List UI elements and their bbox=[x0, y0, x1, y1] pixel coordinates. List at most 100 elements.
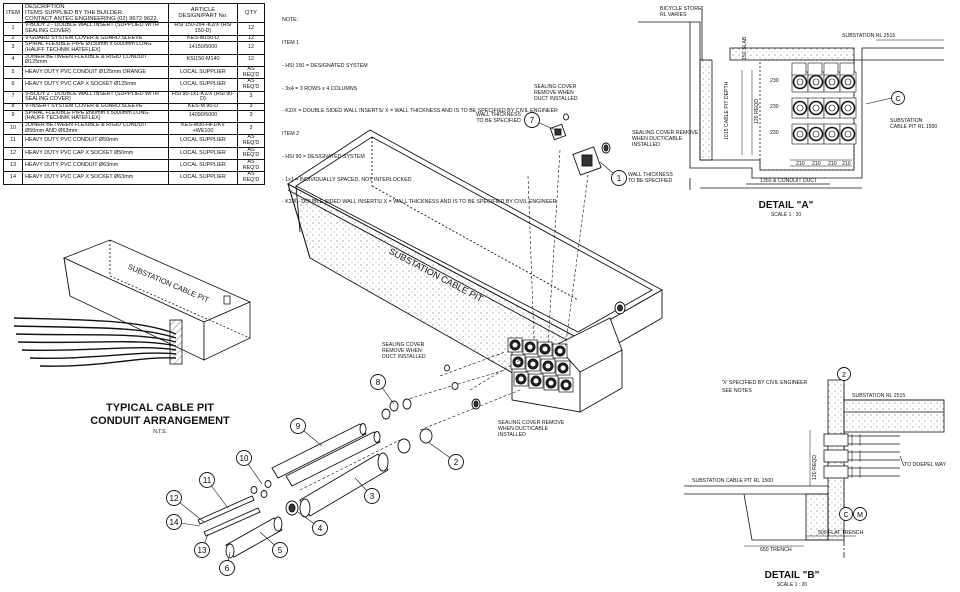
row-item: 4 bbox=[3, 53, 23, 67]
detail-b-insert bbox=[823, 449, 849, 463]
item-bubble-number: 7 bbox=[530, 116, 535, 125]
detail-a-insert-hole bbox=[840, 74, 856, 90]
row-qty: AS REQ'D bbox=[237, 159, 265, 173]
row-qty: AS REQ'D bbox=[237, 171, 265, 185]
main-cable-pit bbox=[287, 129, 663, 413]
small-cable-pit bbox=[13, 239, 251, 367]
item-bubble bbox=[611, 170, 627, 186]
item-bubble bbox=[524, 112, 540, 128]
wall-thickness-label-2: WALL THICKNESS TO BE SPECIFIED bbox=[628, 172, 673, 184]
detail-b-leader bbox=[899, 455, 905, 467]
row-item: 10 bbox=[3, 121, 23, 136]
insert-hole-core bbox=[560, 365, 566, 371]
row-qty: 3 bbox=[237, 90, 265, 104]
detail-a-duct-width: 1350 & CONDUIT DUCT bbox=[760, 178, 818, 184]
detail-a-insert-core bbox=[796, 130, 804, 138]
sealing-cover-low-label: SEALING COVER REMOVE WHEN DUCT/CABLE INS… bbox=[498, 420, 565, 438]
detail-a-insert-hole bbox=[808, 74, 824, 90]
detail-a-substation-rl: SUBSTATION RL 2515 bbox=[842, 33, 896, 39]
row-part: LOCAL SUPPLIER bbox=[168, 65, 238, 80]
detail-a-insert-hole bbox=[792, 74, 808, 90]
item-bubble-number: 2 bbox=[454, 458, 459, 467]
item-bubble-number: 13 bbox=[198, 546, 207, 555]
sealing-cover-mid-label: SEALING COVER REMOVE WHEN DUCT INSTALLED bbox=[382, 342, 426, 360]
insert-hole-core bbox=[512, 342, 518, 348]
item-bubble-number: 6 bbox=[225, 564, 230, 573]
notes-title: NOTE: bbox=[282, 17, 299, 24]
item-bubble bbox=[194, 542, 210, 558]
detail-b-dimensions bbox=[744, 430, 856, 547]
item-bubble-number: 11 bbox=[203, 476, 212, 485]
header-article: ARTICLE DESIGN/PART No. bbox=[168, 2, 238, 24]
row-item: 7 bbox=[3, 90, 23, 104]
detail-a-insert-hole bbox=[808, 126, 824, 142]
sealing-cover-right-label: SEALING COVER REMOVE WHEN DUCT/CABLE INS… bbox=[632, 130, 699, 148]
notes-block: NOTE: ITEM 1 - HSI 150 = DESIGNATED SYST… bbox=[282, 2, 558, 215]
detail-a-top-box bbox=[791, 62, 807, 76]
item-bubble bbox=[290, 418, 306, 434]
detail-a-insert-hole bbox=[840, 126, 856, 142]
row-description: V-BODY 2 - DOUBLE WALL INSERT (SUPPLIED … bbox=[22, 90, 169, 104]
detail-a-insert-core bbox=[812, 130, 820, 138]
row-qty: AS REQ'D bbox=[237, 134, 265, 148]
detail-a-insert-core bbox=[828, 104, 836, 112]
detail-a-dim-h: 210 bbox=[828, 161, 837, 167]
row-item: 8 bbox=[3, 102, 23, 111]
row-qty: 3 bbox=[237, 109, 265, 123]
item-bubble-number: 8 bbox=[376, 378, 381, 387]
detail-a-pit-rl: SUBSTATION CABLE PIT RL 1500 bbox=[890, 118, 938, 130]
row-qty: 12 bbox=[237, 34, 265, 43]
row-part: KES-M150-D bbox=[168, 34, 238, 43]
notes-item2-line: - HSI 90 = DESIGNATED SYSTEM bbox=[282, 153, 365, 160]
detail-a-insert-core bbox=[828, 130, 836, 138]
detail-a-top-box bbox=[807, 62, 823, 76]
row-description: HEAVY DUTY PVC CAP X SOCKET Ø50mm bbox=[22, 146, 169, 161]
row-part: LOCAL SUPPLIER bbox=[168, 171, 238, 185]
row-qty: AS REQ'D bbox=[237, 146, 265, 161]
exploded-parts bbox=[250, 113, 626, 516]
header-item: ITEM bbox=[3, 2, 23, 24]
row-part: LOCAL SUPPLIER bbox=[168, 146, 238, 161]
notes-item2-line: - K2/X - DOUBLE SIDED WALL INSERTS/ X = … bbox=[282, 199, 557, 206]
row-item: 5 bbox=[3, 65, 23, 80]
detail-a-top-box bbox=[823, 62, 839, 76]
detail-a-insert-hole bbox=[792, 100, 808, 116]
detail-b-bubble: 2 bbox=[842, 372, 846, 379]
detail-b-substation-rl: SUBSTATION RL 2515 bbox=[852, 393, 906, 399]
detail-b-see-notes: SEE NOTES bbox=[722, 388, 752, 394]
detail-a-dim-h: 210 bbox=[812, 161, 821, 167]
small-pit-title-2: CONDUIT ARRANGEMENT bbox=[90, 415, 230, 427]
item-bubble-number: 14 bbox=[170, 518, 179, 527]
insert-hole-core bbox=[533, 378, 539, 384]
detail-b-callout-m: M bbox=[857, 512, 863, 519]
detail-b-callout-c: C bbox=[843, 512, 848, 519]
insert-hole-core bbox=[542, 346, 548, 352]
detail-a-insert-hole bbox=[808, 100, 824, 116]
header-qty: QTY bbox=[237, 2, 265, 24]
small-pit-scale: N.T.S. bbox=[153, 429, 167, 435]
item-bubble bbox=[166, 490, 182, 506]
item-bubble-number: 10 bbox=[240, 454, 249, 463]
row-description: JOINER BETWEEN FLEXIBLE & RIGID CONDUIT … bbox=[22, 53, 169, 67]
row-part: KES-M 90-D bbox=[168, 102, 238, 111]
insert-hole-core bbox=[530, 361, 536, 367]
row-description: V-BODY 2 - DOUBLE WALL INSERT (SUPPLIED … bbox=[22, 22, 169, 36]
row-qty: 3 bbox=[237, 121, 265, 136]
detail-a-bicycle: BICYCLE STORE RL VARIES bbox=[660, 6, 702, 18]
detail-a-dim-v: 230 bbox=[770, 104, 779, 110]
row-item: 14 bbox=[3, 171, 23, 185]
item-bubble bbox=[272, 542, 288, 558]
pipes bbox=[197, 423, 389, 559]
detail-a-top-box bbox=[839, 62, 855, 76]
detail-a-insert-core bbox=[828, 78, 836, 86]
